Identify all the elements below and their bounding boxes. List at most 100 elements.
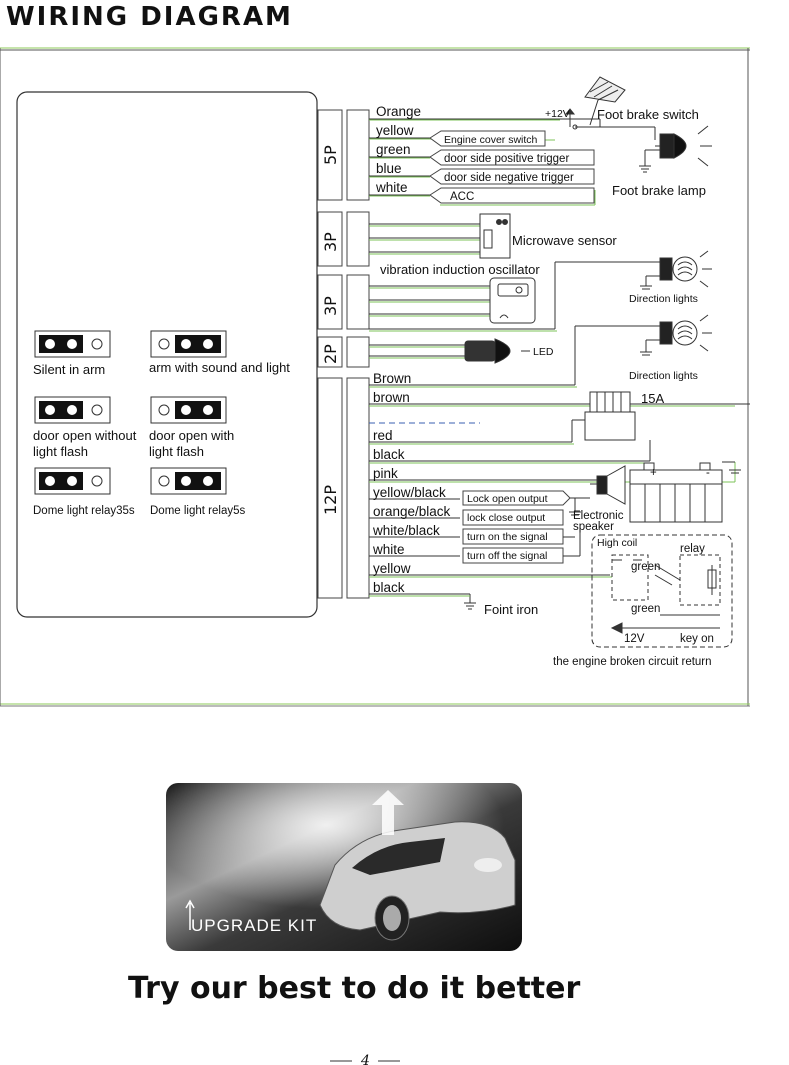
fuse-15a xyxy=(584,391,636,441)
signal-lines-12p xyxy=(563,497,590,557)
wire-5p-white: white xyxy=(375,180,408,195)
wire-12p-black1: black xyxy=(373,447,405,462)
engine-cut-circuit xyxy=(591,534,733,648)
jumper-arm-sound-light xyxy=(150,330,227,358)
vibration-label: vibration induction oscillator xyxy=(380,262,540,277)
wires-5p-green xyxy=(369,119,596,206)
wires-3p-microwave-green xyxy=(369,225,480,255)
battery-minus: - xyxy=(706,467,710,479)
connector-5p: 5P xyxy=(321,145,340,165)
signal-boxes-12p xyxy=(462,490,571,564)
microwave-sensor-label: Microwave sensor xyxy=(512,233,617,248)
plus12v-label: +12V xyxy=(545,108,570,120)
jumper-settings xyxy=(34,330,227,495)
car-image xyxy=(319,821,516,931)
engine-cover-switch-label: Engine cover switch xyxy=(444,134,538,146)
jumper-label-door-with-2: light flash xyxy=(149,444,204,459)
jumper-silent-arm xyxy=(34,330,111,358)
turn-off-label: turn off the signal xyxy=(467,550,547,562)
slogan: Try our best to do it better xyxy=(128,971,580,1006)
key-on-label: key on xyxy=(680,633,714,645)
foot-brake-lamp xyxy=(639,125,712,173)
page-title: WIRING DIAGRAM xyxy=(6,2,293,32)
wire-12p-brown2: brown xyxy=(373,390,410,405)
wire-5p-green: green xyxy=(376,142,411,157)
wires-2p xyxy=(369,344,465,357)
engine-return-label: the engine broken circuit return xyxy=(553,656,712,668)
connector-blocks xyxy=(317,109,370,599)
direction-lights-2-label: Direction lights xyxy=(629,370,698,382)
small-arrow-icon xyxy=(185,899,195,930)
direction-light-1 xyxy=(640,250,712,290)
jumper-door-without xyxy=(34,396,111,424)
jumper-label-dome-5s: Dome light relay5s xyxy=(150,505,245,517)
speaker-label-2: speaker xyxy=(573,521,614,533)
wires-3p-vibration xyxy=(369,285,490,315)
led xyxy=(464,338,530,364)
page-number: 4 xyxy=(330,1053,400,1065)
green-label-1: green xyxy=(631,561,660,573)
jumper-label-arm-sound: arm with sound and light xyxy=(149,360,290,375)
foint-iron-label: Foint iron xyxy=(484,602,538,617)
vibration-oscillator xyxy=(489,277,536,324)
microwave-sensor xyxy=(479,213,511,259)
door-positive-label: door side positive trigger xyxy=(444,153,569,165)
wires-12p xyxy=(369,325,750,610)
lock-open-label: Lock open output xyxy=(467,493,548,505)
led-label: LED xyxy=(533,346,554,358)
jumper-label-silent: Silent in arm xyxy=(33,362,105,377)
battery-plus: + xyxy=(650,467,657,479)
high-coil-label: High coil xyxy=(597,537,637,549)
wire-5p-blue: blue xyxy=(376,161,402,176)
wire-5p-yellow: yellow xyxy=(376,123,414,138)
wires-3p-microwave xyxy=(369,223,480,253)
lock-close-label: lock close output xyxy=(467,512,545,524)
wire-12p-white-black: white/black xyxy=(372,523,440,538)
wire-12p-yellow-black: yellow/black xyxy=(373,485,446,500)
signal-boxes-5p xyxy=(429,130,595,204)
turn-on-label: turn on the signal xyxy=(467,531,548,543)
page-number-text: 4 xyxy=(360,1053,370,1065)
fuse-label: 15A xyxy=(641,391,664,406)
jumper-label-door-with-1: door open with xyxy=(149,428,234,443)
wire-12p-orange-black: orange/black xyxy=(373,504,451,519)
acc-label: ACC xyxy=(450,191,474,203)
connector-3p-b: 3P xyxy=(321,296,340,316)
jumper-door-with xyxy=(150,396,227,424)
connector-3p-a: 3P xyxy=(321,232,340,252)
wire-12p-black2: black xyxy=(373,580,405,595)
speaker-label-1: Electronic xyxy=(573,510,624,522)
jumper-dome-35s xyxy=(34,467,111,495)
direction-light-2 xyxy=(640,314,712,356)
jumper-label-dome-35s: Dome light relay35s xyxy=(33,505,135,517)
jumper-label-door-without-2: light flash xyxy=(33,444,88,459)
green-label-2: green xyxy=(631,603,660,615)
foot-brake-switch-label: Foot brake switch xyxy=(597,107,699,122)
relay-label: relay xyxy=(680,543,705,555)
foot-brake-switch xyxy=(564,76,656,140)
door-negative-label: door side negative trigger xyxy=(444,172,574,184)
wire-12p-red: red xyxy=(373,428,393,443)
wire-12p-yellow: yellow xyxy=(373,561,411,576)
wire-direction-1 xyxy=(369,261,660,330)
wire-12p-white: white xyxy=(372,542,405,557)
direction-lights-1-label: Direction lights xyxy=(629,293,698,305)
upgrade-kit-banner: UPGRADE KIT xyxy=(166,783,522,951)
jumper-dome-5s xyxy=(150,467,227,495)
electronic-speaker xyxy=(569,465,626,516)
v12-label: 12V xyxy=(624,633,645,645)
connector-2p: 2P xyxy=(321,344,340,364)
banner-text: UPGRADE KIT xyxy=(191,916,317,935)
diagram-frame xyxy=(0,47,750,707)
wires-5p xyxy=(369,118,601,196)
battery xyxy=(629,461,741,523)
connector-12p: 12P xyxy=(321,485,340,515)
jumper-label-door-without-1: door open without xyxy=(33,428,137,443)
wire-12p-brown1: Brown xyxy=(373,371,411,386)
wires-3p-vibration-green xyxy=(369,287,490,317)
wire-5p-orange: Orange xyxy=(376,104,421,119)
up-arrow-icon xyxy=(372,790,404,835)
wires-2p-green xyxy=(369,346,465,359)
wire-12p-pink: pink xyxy=(373,466,398,481)
